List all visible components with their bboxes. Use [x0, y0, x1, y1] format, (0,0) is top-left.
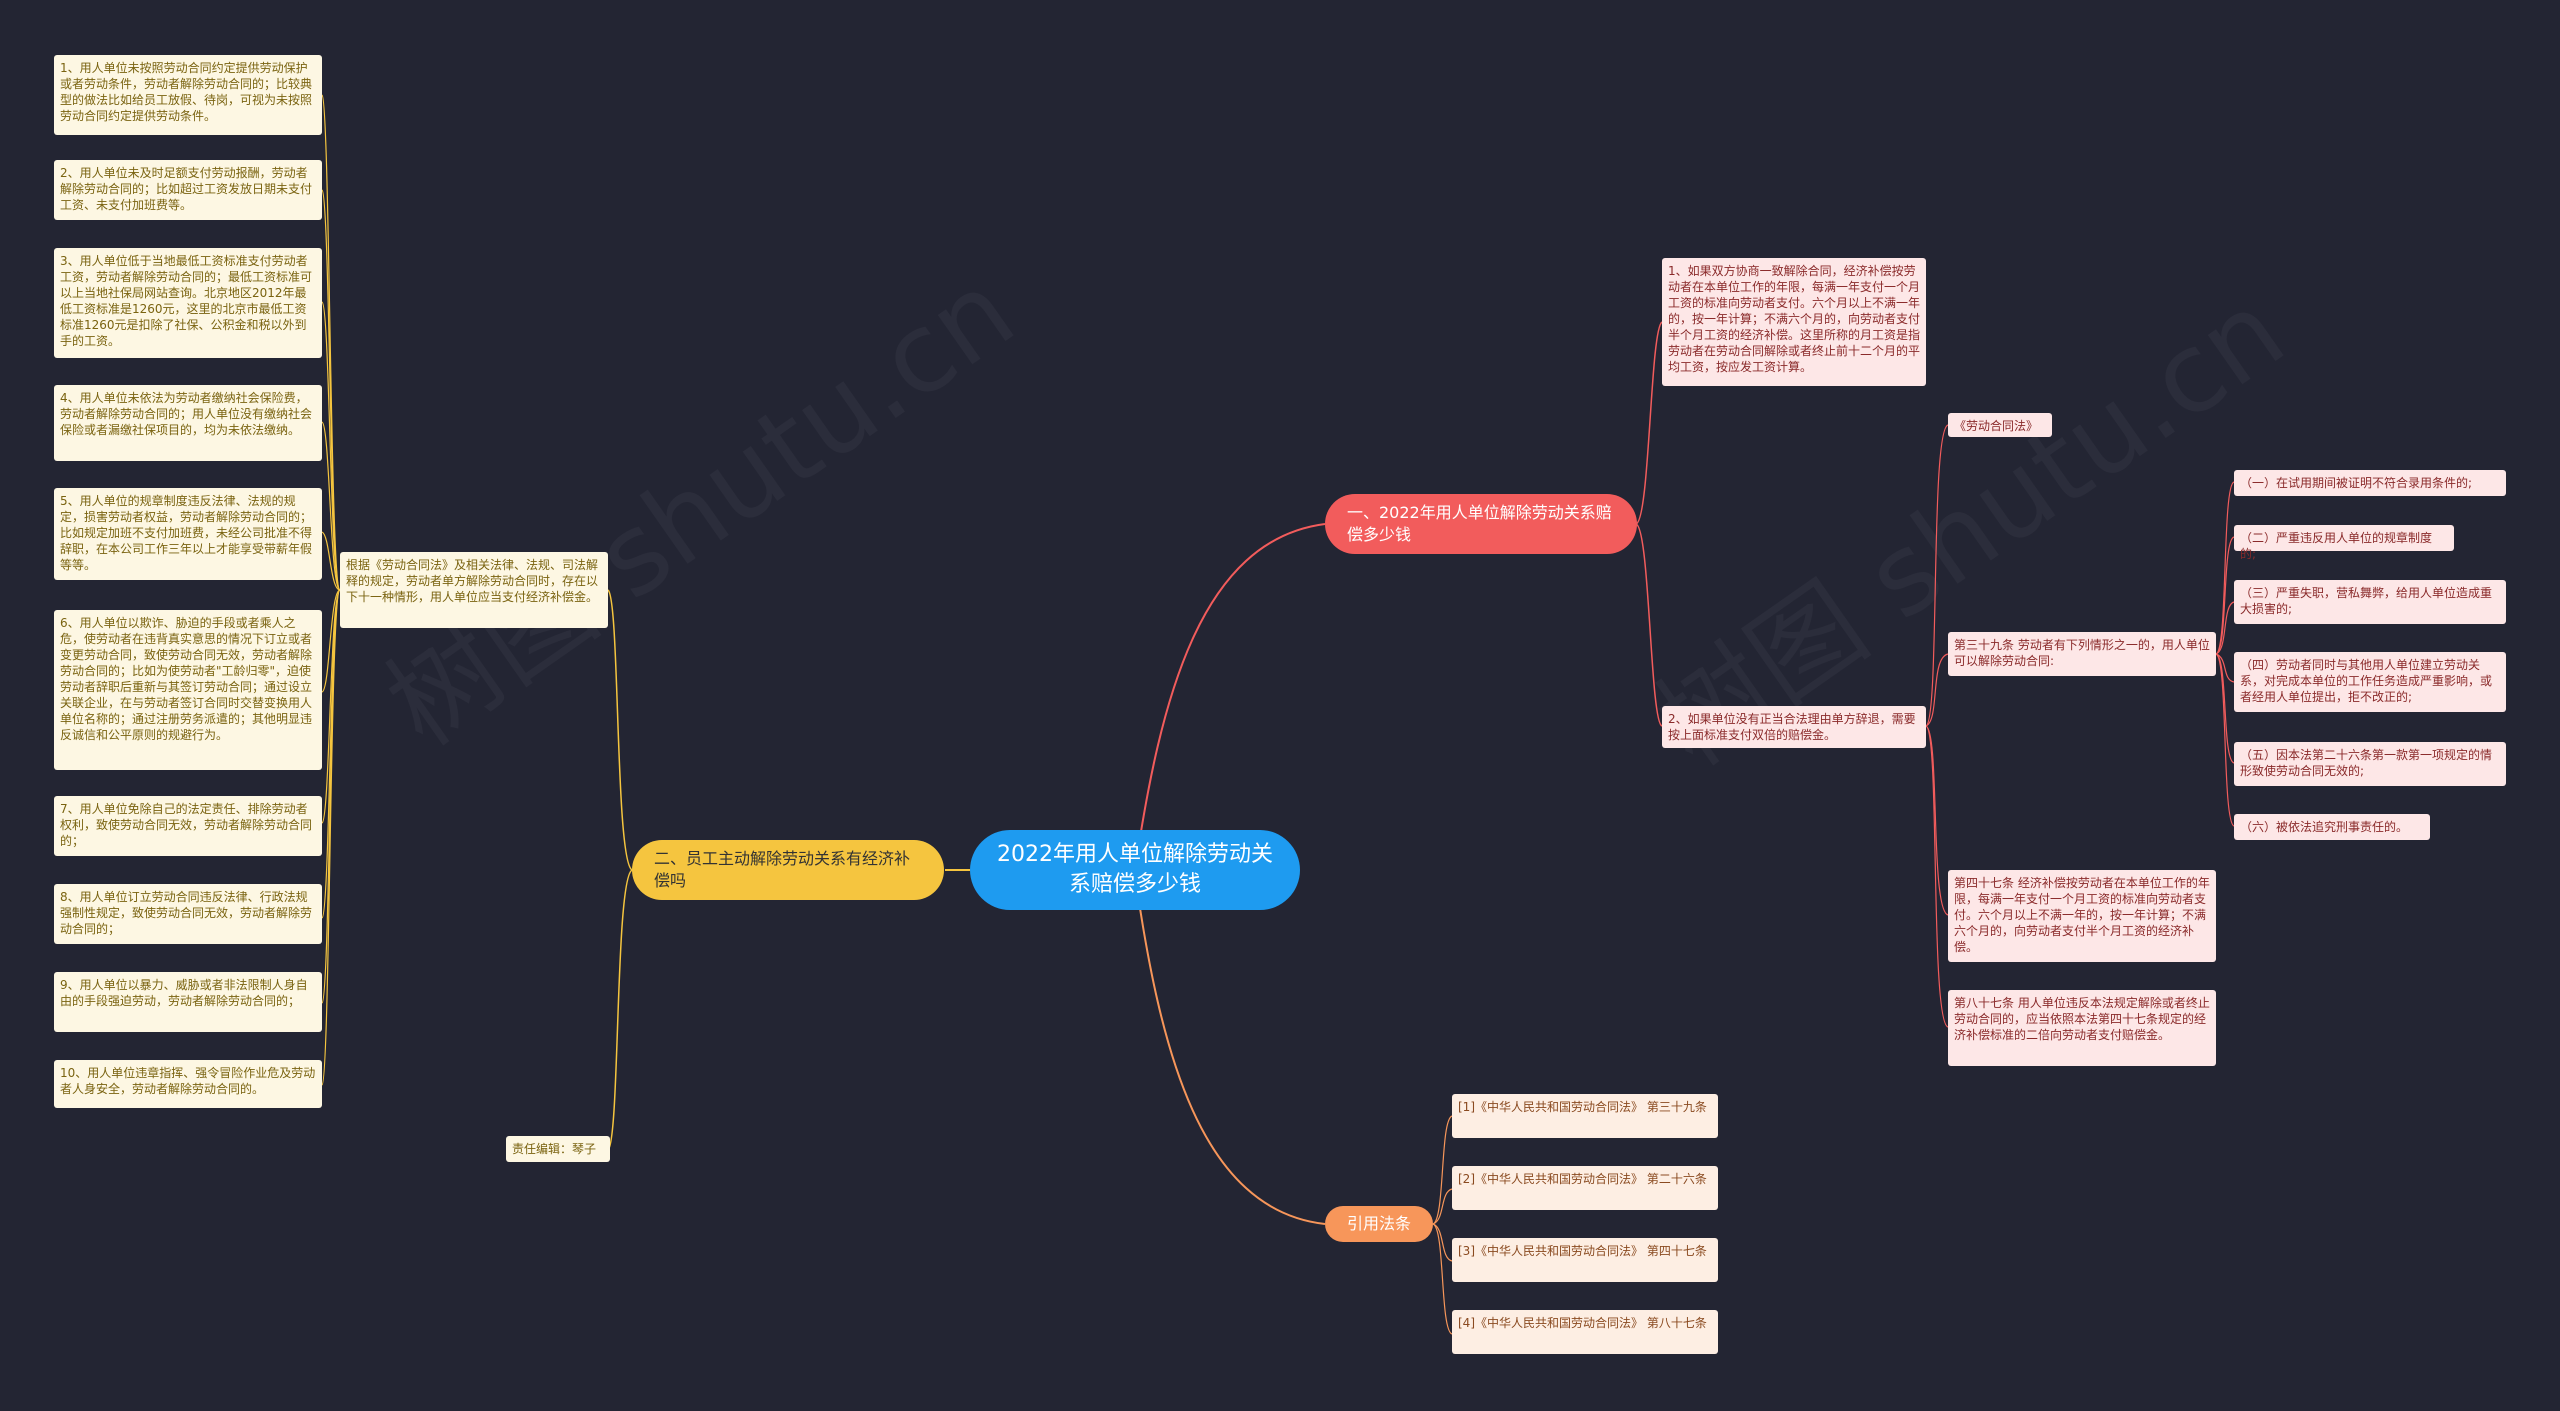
link-art39-i1	[2215, 481, 2235, 655]
art39-item: （四）劳动者同时与其他用人单位建立劳动关系，对完成本单位的工作任务造成严重影响，…	[2234, 652, 2506, 712]
branch3-node[interactable]: 引用法条	[1325, 1206, 1433, 1242]
branch2-case-item: 3、用人单位低于当地最低工资标准支付劳动者工资，劳动者解除劳动合同的；最低工资标…	[54, 248, 322, 358]
link-item2-art39	[1925, 653, 1949, 727]
citation-item: [1]《中华人民共和国劳动合同法》 第三十九条	[1452, 1094, 1718, 1138]
editor-credit: 责任编辑：琴子	[506, 1136, 610, 1162]
link-root-branch1	[1134, 523, 1326, 871]
branch1-item1: 1、如果双方协商一致解除合同，经济补偿按劳动者在本单位工作的年限，每满一年支付一…	[1662, 258, 1926, 386]
art39-item: （一）在试用期间被证明不符合录用条件的;	[2234, 470, 2506, 496]
link-item2-law	[1925, 424, 1949, 727]
branch2-case-item: 10、用人单位违章指挥、强令冒险作业危及劳动者人身安全，劳动者解除劳动合同的。	[54, 1060, 322, 1108]
branch2-case-item: 5、用人单位的规章制度违反法律、法规的规定，损害劳动者权益，劳动者解除劳动合同的…	[54, 488, 322, 580]
link-branch2-editor	[607, 869, 633, 1151]
art39-item: （二）严重违反用人单位的规章制度的;	[2234, 525, 2454, 561]
art39-item: （三）严重失职，营私舞弊，给用人单位造成重大损害的;	[2234, 580, 2506, 624]
branch2-case-item: 9、用人单位以暴力、威胁或者非法限制人身自由的手段强迫劳动，劳动者解除劳动合同的…	[54, 972, 322, 1032]
branch2-case-item: 4、用人单位未依法为劳动者缴纳社会保险费，劳动者解除劳动合同的；用人单位没有缴纳…	[54, 385, 322, 461]
link-art39-i6	[2215, 653, 2235, 827]
link-branch2-intro	[607, 589, 633, 871]
link-branch1-item1	[1635, 321, 1663, 525]
link-art39-i4	[2215, 653, 2235, 683]
link-item2-art47	[1925, 725, 1949, 916]
art47-node: 第四十七条 经济补偿按劳动者在本单位工作的年限，每满一年支付一个月工资的标准向劳…	[1948, 870, 2216, 962]
root-node[interactable]: 2022年用人单位解除劳动关系赔偿多少钱	[970, 830, 1300, 910]
branch2-case-item: 7、用人单位免除自己的法定责任、排除劳动者权利，致使劳动合同无效，劳动者解除劳动…	[54, 796, 322, 856]
link-art39-i2	[2215, 536, 2235, 655]
link-art39-i3	[2215, 601, 2235, 655]
link-branch1-item2	[1635, 523, 1663, 727]
law-name-node: 《劳动合同法》	[1948, 413, 2052, 437]
branch2-case-item: 8、用人单位订立劳动合同违反法律、行政法规强制性规定，致使劳动合同无效，劳动者解…	[54, 884, 322, 944]
link-root-branch3	[1134, 874, 1326, 1225]
art39-node: 第三十九条 劳动者有下列情形之一的，用人单位可以解除劳动合同:	[1948, 632, 2216, 676]
citation-item: [4]《中华人民共和国劳动合同法》 第八十七条	[1452, 1310, 1718, 1354]
branch1-node[interactable]: 一、2022年用人单位解除劳动关系赔偿多少钱	[1325, 494, 1637, 554]
art39-item: （六）被依法追究刑事责任的。	[2234, 814, 2430, 840]
branch2-case-item: 2、用人单位未及时足额支付劳动报酬，劳动者解除劳动合同的；比如超过工资发放日期未…	[54, 160, 322, 220]
citation-item: [3]《中华人民共和国劳动合同法》 第四十七条	[1452, 1238, 1718, 1282]
branch2-intro: 根据《劳动合同法》及相关法律、法规、司法解释的规定，劳动者单方解除劳动合同时，存…	[340, 552, 608, 628]
art87-node: 第八十七条 用人单位违反本法规定解除或者终止劳动合同的，应当依照本法第四十七条规…	[1948, 990, 2216, 1066]
link-branch3-items	[1432, 1115, 1453, 1225]
branch1-item2: 2、如果单位没有正当合法理由单方辞退，需要按上面标准支付双倍的赔偿金。	[1662, 706, 1926, 748]
branch2-case-item: 6、用人单位以欺诈、胁迫的手段或者乘人之危，使劳动者在违背真实意思的情况下订立或…	[54, 610, 322, 770]
link-item2-art87	[1925, 725, 1949, 1028]
branch2-case-item: 1、用人单位未按照劳动合同约定提供劳动保护或者劳动条件，劳动者解除劳动合同的；比…	[54, 55, 322, 135]
art39-item: （五）因本法第二十六条第一款第一项规定的情形致使劳动合同无效的;	[2234, 742, 2506, 786]
branch2-node[interactable]: 二、员工主动解除劳动关系有经济补偿吗	[632, 840, 944, 900]
citation-item: [2]《中华人民共和国劳动合同法》 第二十六条	[1452, 1166, 1718, 1210]
